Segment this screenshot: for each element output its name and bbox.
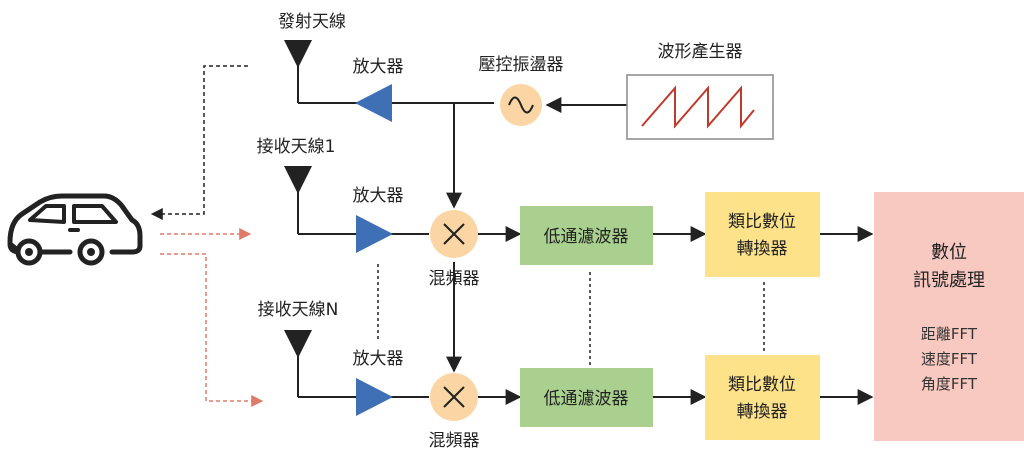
- sawtooth-icon: [641, 85, 755, 129]
- amp-rxn-triangle: [356, 378, 393, 416]
- mixer-1-label: 混頻器: [429, 269, 480, 289]
- adc-n-label-line1: 類比數位: [728, 375, 796, 395]
- lpf-1-label: 低通濾波器: [544, 227, 629, 247]
- tx-antenna-icon: [284, 40, 312, 103]
- rxn-antenna-icon: [284, 330, 312, 397]
- sine-wave-icon: [508, 96, 534, 114]
- lpf-n-box: [520, 368, 653, 427]
- car-to-rxn-dash: [160, 253, 264, 407]
- multiply-icon: [443, 223, 465, 245]
- amp-rx1-triangle: [356, 215, 393, 253]
- lpf-n-label: 低通濾波器: [544, 389, 629, 409]
- dsp-box: [874, 192, 1024, 441]
- rxn-antenna-label: 接收天線N: [258, 300, 339, 320]
- amp-rxn-label: 放大器: [353, 349, 404, 369]
- dsp-title-line1: 數位: [931, 242, 967, 263]
- dsp-item-angle-fft: 角度FFT: [921, 375, 978, 393]
- amp-tx-triangle: [355, 84, 392, 122]
- multiply-icon: [443, 386, 465, 408]
- adc-1-box: [705, 192, 820, 277]
- adc-1-label-line1: 類比數位: [728, 212, 796, 232]
- car-icon: [7, 193, 143, 266]
- amp-rx1-label: 放大器: [353, 186, 404, 206]
- tx-to-car-dash: [150, 65, 248, 220]
- rx1-antenna-label: 接收天線1: [257, 137, 336, 157]
- amp-tx-label: 放大器: [353, 57, 404, 77]
- rx1-antenna-icon: [284, 166, 312, 234]
- waveform-gen-box: [626, 74, 774, 140]
- dsp-item-velocity-fft: 速度FFT: [921, 350, 978, 368]
- waveform-gen-label: 波形產生器: [658, 42, 743, 62]
- mixer-n-label: 混頻器: [429, 431, 480, 451]
- tx-antenna-label: 發射天線: [278, 12, 346, 32]
- adc-1-label-line2: 轉換器: [737, 239, 788, 259]
- adc-n-label-line2: 轉換器: [737, 402, 788, 422]
- adc-n-box: [705, 355, 820, 440]
- vco-label: 壓控振盪器: [479, 55, 564, 75]
- lpf-1-box: [520, 206, 653, 265]
- dsp-item-range-fft: 距離FFT: [921, 325, 978, 343]
- dsp-title-line2: 訊號處理: [913, 270, 985, 291]
